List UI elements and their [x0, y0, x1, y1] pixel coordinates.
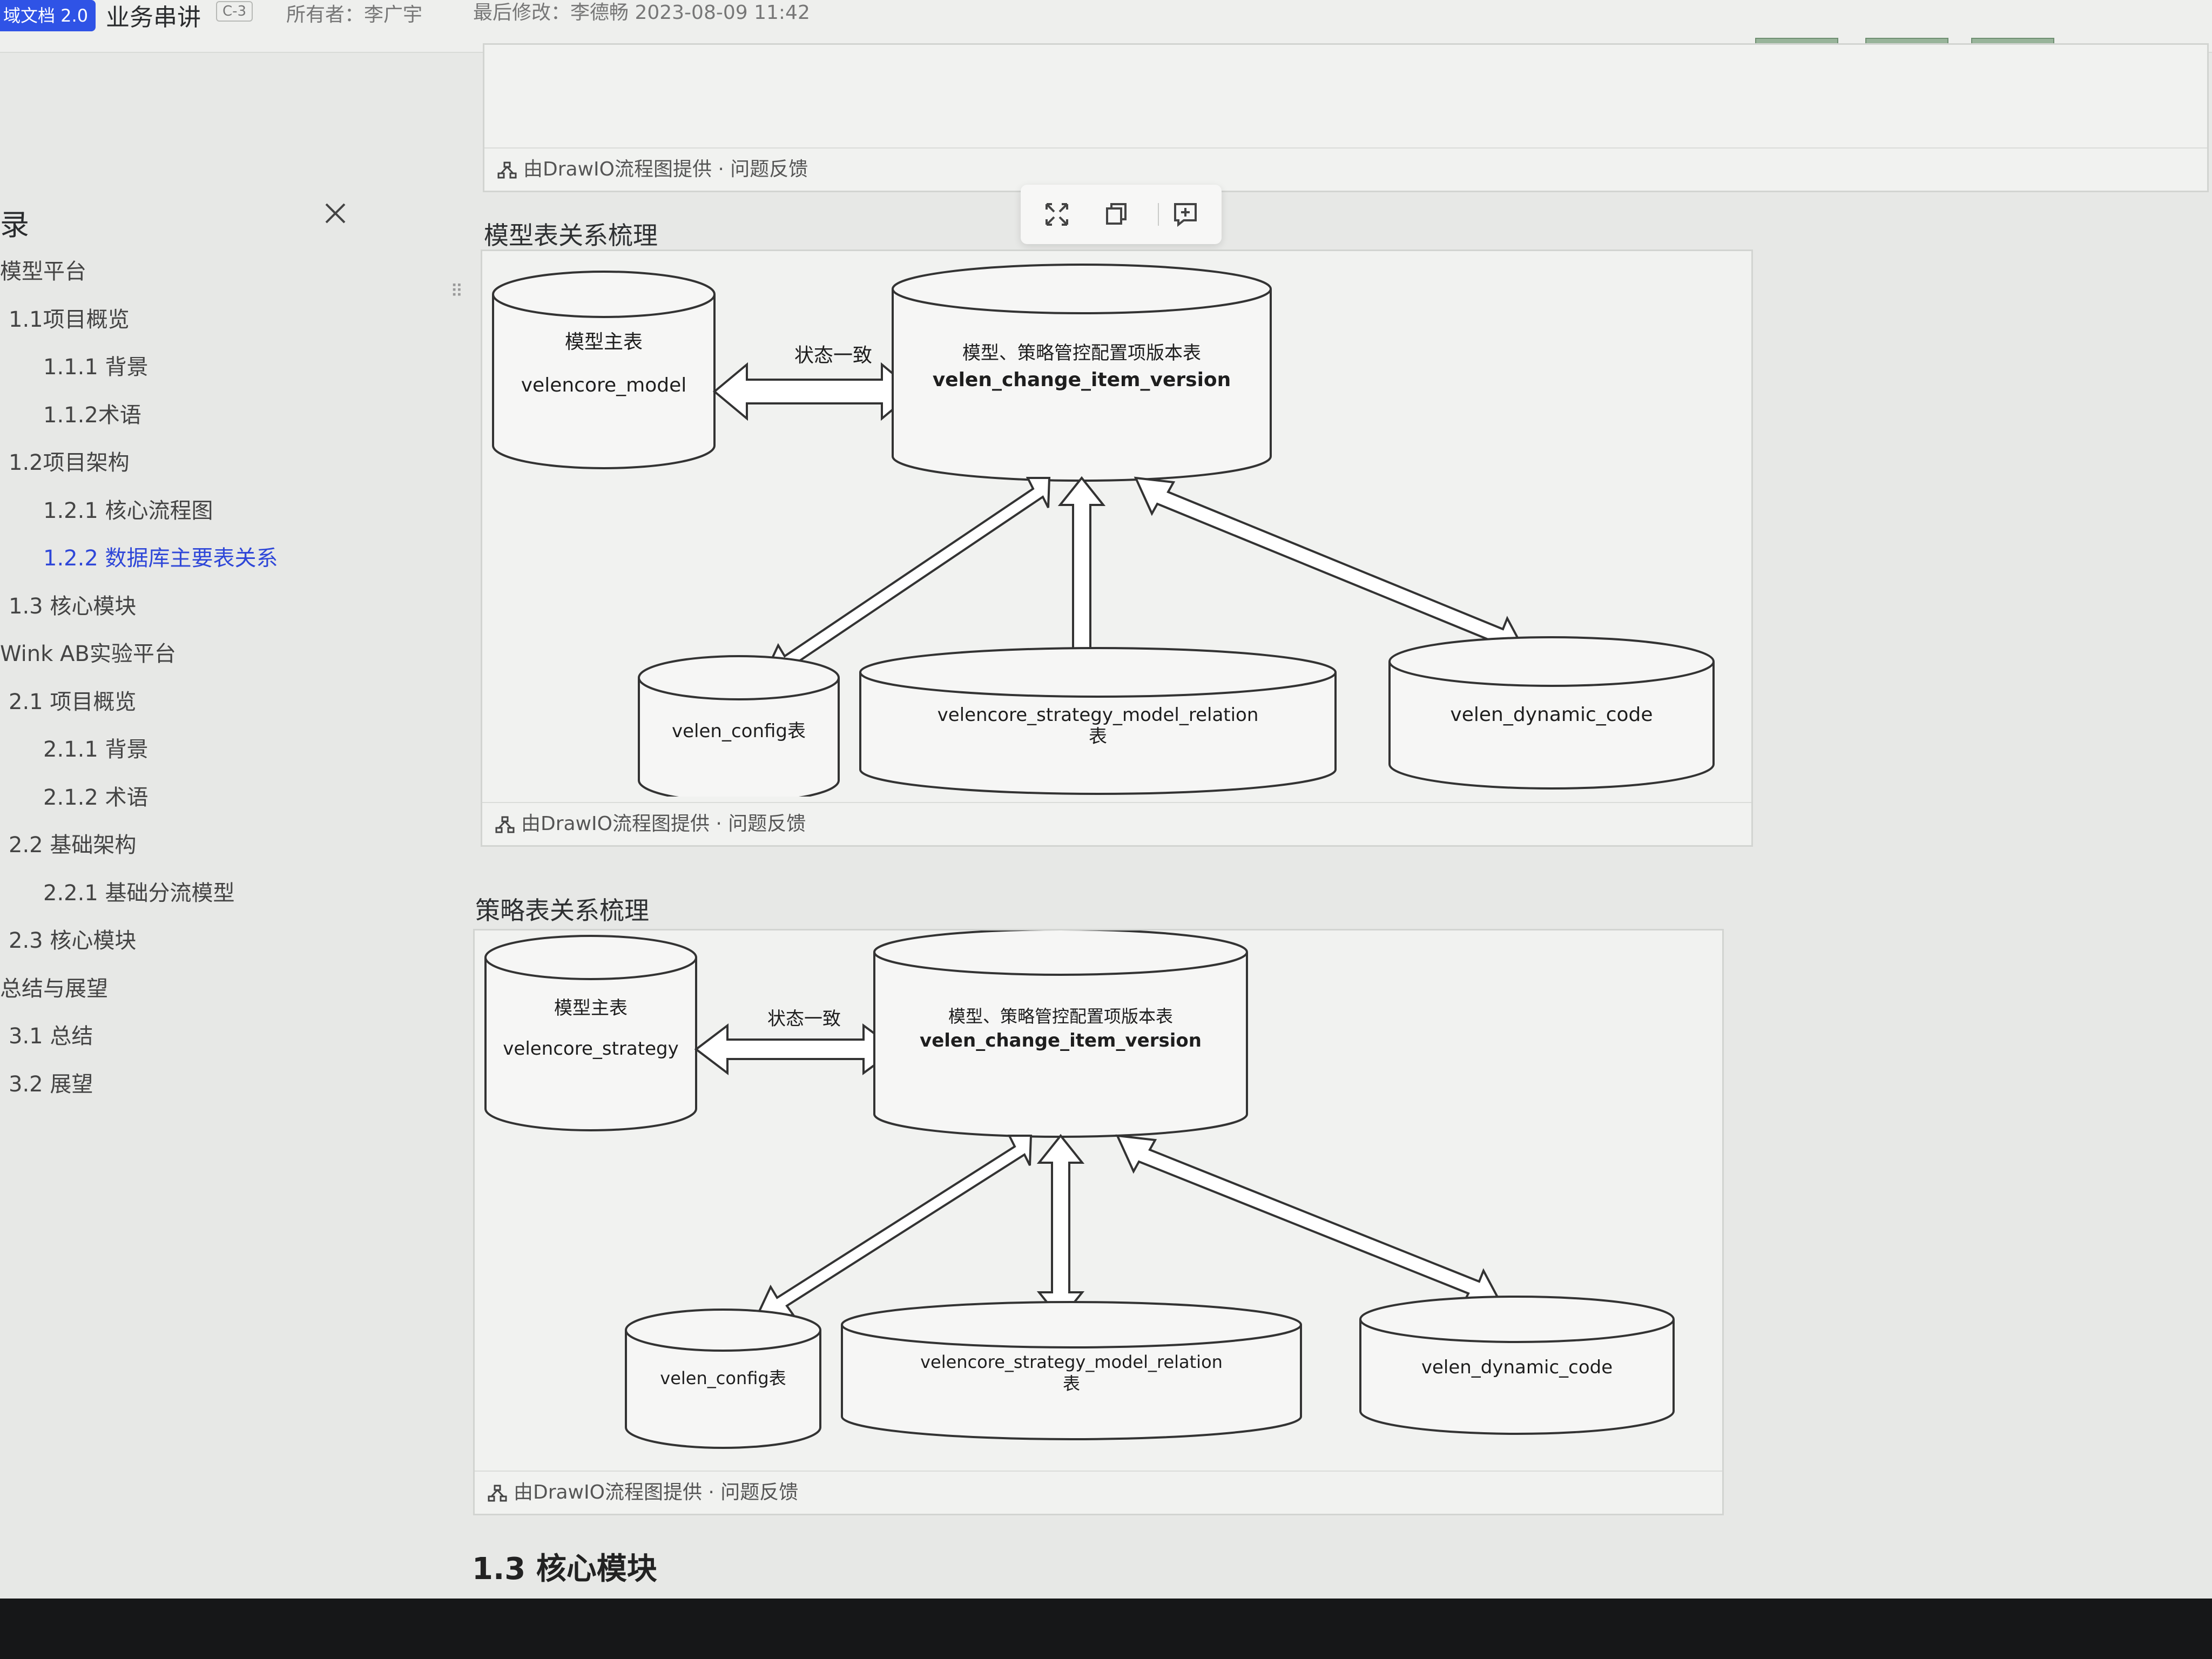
version-table-name: velen_change_item_version: [920, 1030, 1202, 1051]
footer-text[interactable]: 由DrawIO流程图提供 · 问题反馈: [514, 1481, 799, 1503]
last-modified-info: 最后修改：李德畅 2023-08-09 11:42: [473, 2, 810, 24]
toc-item[interactable]: 1.2.2 数据库主要表关系: [43, 546, 278, 571]
toc-item[interactable]: 1.2.1 核心流程图: [43, 498, 213, 523]
security-tag: C-3: [216, 1, 253, 22]
dynamic-code-table-name: velen_dynamic_code: [1421, 1357, 1613, 1378]
section-heading-model: 模型表关系梳理: [484, 221, 658, 250]
document-title: 业务串讲: [106, 4, 201, 31]
toc-item[interactable]: 2.2 基础架构: [9, 833, 137, 858]
toolbar-separator: [1158, 203, 1159, 226]
main-table-cylinder[interactable]: [492, 271, 716, 469]
drag-handle-icon[interactable]: ⠿: [450, 281, 463, 301]
version-table-name: velen_change_item_version: [933, 369, 1231, 391]
toc-item[interactable]: 2.2.1 基础分流模型: [43, 880, 235, 906]
sync-label: 状态一致: [794, 345, 872, 367]
config-table-cylinder[interactable]: [638, 655, 840, 797]
sync-label: 状态一致: [767, 1008, 841, 1030]
relation-table-name: velencore_strategy_model_relation: [920, 1352, 1223, 1372]
dynamic-code-table-cylinder[interactable]: [1359, 1296, 1675, 1435]
toc-item[interactable]: 2.1 项目概览: [9, 689, 137, 714]
main-table-title: 模型主表: [565, 331, 643, 353]
config-table-cylinder[interactable]: [625, 1309, 821, 1449]
version-table-cylinder[interactable]: [873, 930, 1248, 1138]
frame-footer: 由DrawIO流程图提供 · 问题反馈: [484, 147, 2207, 191]
frame-footer: 由DrawIO流程图提供 · 问题反馈: [482, 802, 1751, 845]
model-diagram-frame: 模型主表 velencore_model 状态一致 模型、策略管控配置项版本表 …: [481, 249, 1753, 847]
toc-item[interactable]: 1.1项目概览: [9, 307, 130, 332]
arrow-to-dynamic-code: [1134, 476, 1527, 653]
arrow-to-dynamic-code: [1115, 1134, 1503, 1306]
sync-arrow: [712, 362, 916, 421]
toc-item[interactable]: 模型平台: [0, 259, 86, 284]
main-table-title: 模型主表: [554, 997, 628, 1019]
section-heading-core-module: 1.3 核心模块: [472, 1552, 657, 1587]
drawio-icon: [495, 816, 515, 833]
dynamic-code-table-cylinder[interactable]: [1388, 636, 1715, 790]
toc-item[interactable]: 1.1.1 背景: [43, 355, 149, 380]
toc-item[interactable]: Wink AB实验平台: [0, 642, 176, 666]
toc-item[interactable]: 2.1.2 术语: [43, 785, 149, 810]
fullscreen-icon[interactable]: [1042, 200, 1071, 229]
toc-item[interactable]: 1.3 核心模块: [9, 594, 137, 619]
product-badge[interactable]: 域文档 2.0: [0, 0, 96, 31]
strategy-diagram-frame: 模型主表 velencore_strategy 状态一致 模型、策略管控配置项版…: [473, 929, 1724, 1515]
relation-table-name: velencore_strategy_model_relation: [938, 704, 1259, 726]
toc-item[interactable]: 1.1.2术语: [43, 402, 141, 428]
frame-footer: 由DrawIO流程图提供 · 问题反馈: [475, 1471, 1722, 1514]
previous-diagram-frame: 由DrawIO流程图提供 · 问题反馈: [483, 43, 2209, 192]
toc-title: 录: [0, 208, 29, 242]
document-body: 由DrawIO流程图提供 · 问题反馈 模型表关系梳理 模型主表: [464, 0, 2212, 1659]
version-table-title: 模型、策略管控配置项版本表: [948, 1006, 1173, 1027]
version-table-cylinder[interactable]: [892, 264, 1272, 482]
sync-arrow: [694, 1023, 898, 1076]
main-table-name: velencore_strategy: [503, 1038, 678, 1060]
strategy-relationship-diagram: 模型主表 velencore_strategy 状态一致 模型、策略管控配置项版…: [484, 930, 1675, 1449]
main-table-cylinder[interactable]: [484, 935, 697, 1131]
owner-info: 所有者：李广宇: [286, 4, 423, 26]
config-table-name: velen_config表: [660, 1368, 786, 1388]
drawio-icon: [497, 161, 517, 179]
relation-table-suffix: 表: [1089, 726, 1107, 747]
config-table-name: velen_config表: [672, 720, 806, 742]
copy-icon[interactable]: [1102, 200, 1131, 229]
model-relationship-diagram: 模型主表 velencore_model 状态一致 模型、策略管控配置项版本表 …: [492, 264, 1715, 797]
version-table-title: 模型、策略管控配置项版本表: [962, 342, 1201, 364]
relation-table-suffix: 表: [1063, 1373, 1080, 1394]
toc-item[interactable]: 2.1.1 背景: [43, 737, 149, 762]
main-table-name: velencore_model: [521, 374, 687, 396]
toc-item[interactable]: 3.1 总结: [9, 1024, 93, 1049]
close-icon[interactable]: [321, 199, 350, 228]
dynamic-code-table-name: velen_dynamic_code: [1450, 704, 1653, 726]
relation-table-cylinder[interactable]: [841, 1301, 1302, 1440]
toc-item[interactable]: 1.2项目架构: [9, 450, 130, 475]
comment-icon[interactable]: [1171, 200, 1200, 229]
monitor-bezel: [0, 1599, 2212, 1659]
diagram-toolbar: [1021, 185, 1222, 244]
relation-table-cylinder[interactable]: [859, 647, 1337, 795]
toc-item[interactable]: 3.2 展望: [9, 1071, 93, 1097]
toc-item[interactable]: 2.3 核心模块: [9, 928, 137, 953]
arrow-to-config: [753, 1135, 1033, 1321]
arrow-to-config: [761, 477, 1051, 679]
toc-item[interactable]: 总结与展望: [0, 976, 108, 1001]
footer-text[interactable]: 由DrawIO流程图提供 · 问题反馈: [523, 158, 808, 180]
section-heading-strategy: 策略表关系梳理: [475, 896, 649, 925]
arrow-to-relation: [1036, 1134, 1085, 1321]
drawio-icon: [488, 1485, 507, 1502]
footer-text[interactable]: 由DrawIO流程图提供 · 问题反馈: [521, 813, 806, 835]
